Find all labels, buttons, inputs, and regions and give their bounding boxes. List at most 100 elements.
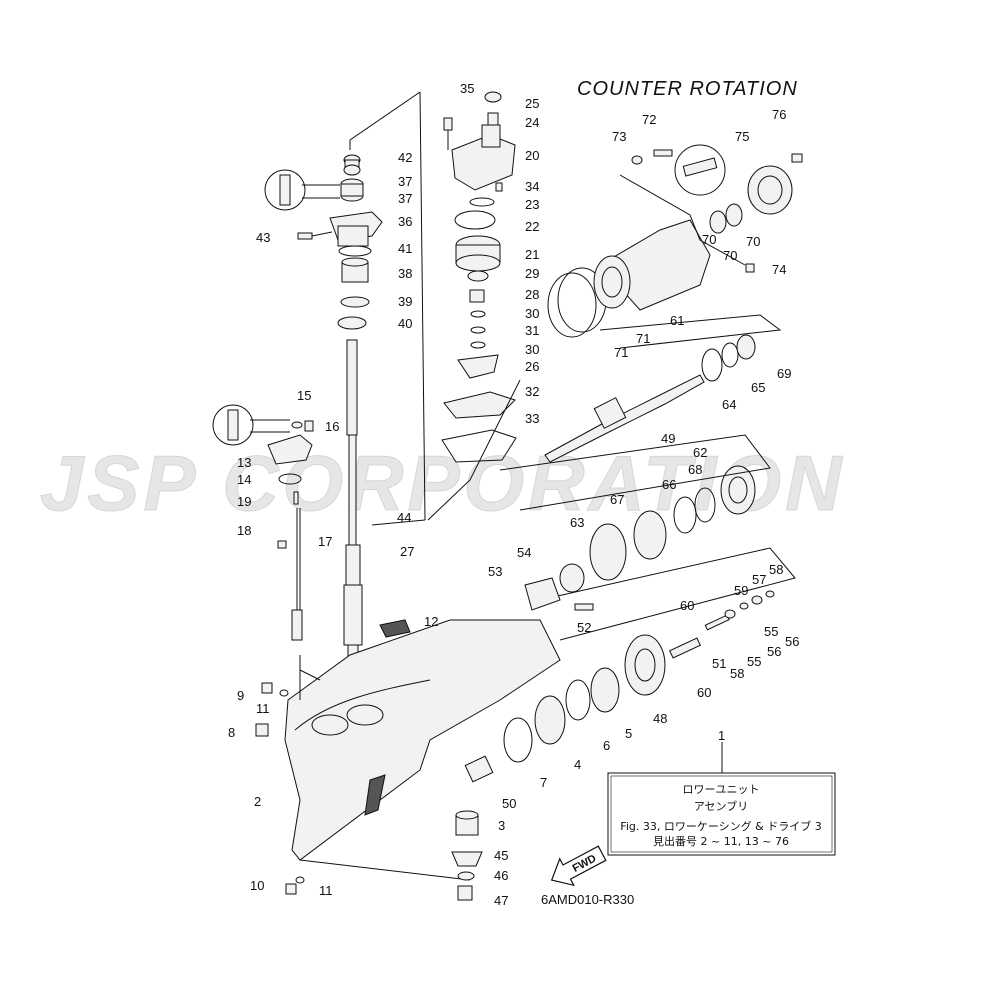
callout-12: 12: [424, 614, 438, 629]
callout-71-b: 71: [614, 345, 628, 360]
diagram-code: 6AMD010-R330: [541, 892, 634, 907]
callout-15: 15: [297, 388, 311, 403]
callout-57: 57: [752, 572, 766, 587]
diagram-title: COUNTER ROTATION: [577, 78, 798, 100]
callout-23: 23: [525, 197, 539, 212]
callout-13: 13: [237, 455, 251, 470]
water-pump-group: [427, 91, 521, 521]
callout-47: 47: [494, 893, 508, 908]
callout-32: 32: [525, 384, 539, 399]
callout-60-b: 60: [697, 685, 711, 700]
callout-33: 33: [525, 411, 539, 426]
callout-75: 75: [735, 129, 749, 144]
callout-70-b: 70: [746, 234, 760, 249]
callout-7: 7: [540, 775, 547, 790]
callout-66: 66: [662, 477, 676, 492]
callout-58-b: 58: [769, 562, 783, 577]
caption-line-3: Fig. 33, ロワーケーシング & ドライブ 3: [620, 819, 821, 833]
callout-62: 62: [693, 445, 707, 460]
callout-71-a: 71: [636, 331, 650, 346]
callout-56-a: 56: [767, 644, 781, 659]
callout-34: 34: [525, 179, 539, 194]
callout-67: 67: [610, 492, 624, 507]
callout-69: 69: [777, 366, 791, 381]
callout-37-a: 37: [398, 174, 412, 189]
callout-44: 44: [397, 510, 411, 525]
reverse-gear-group: [499, 434, 771, 611]
callout-27: 27: [400, 544, 414, 559]
callout-46: 46: [494, 868, 508, 883]
callout-24: 24: [525, 115, 539, 130]
callout-50: 50: [502, 796, 516, 811]
callout-64: 64: [722, 397, 736, 412]
callout-25: 25: [525, 96, 539, 111]
caption-line-1: ロワーユニット: [683, 783, 760, 796]
callout-11-b: 11: [319, 883, 333, 898]
lower-casing: [255, 619, 561, 895]
callout-1: 1: [718, 728, 725, 743]
callout-11-a: 11: [256, 701, 270, 716]
callout-37-b: 37: [398, 191, 412, 206]
callout-49: 49: [661, 431, 675, 446]
callout-18: 18: [237, 523, 251, 538]
callout-14: 14: [237, 472, 251, 487]
callout-76: 76: [772, 107, 786, 122]
callout-28: 28: [525, 287, 539, 302]
callout-10: 10: [250, 878, 264, 893]
callout-30-b: 30: [525, 342, 539, 357]
callout-40: 40: [398, 316, 412, 331]
callout-52: 52: [577, 620, 591, 635]
callout-65: 65: [751, 380, 765, 395]
callout-16: 16: [325, 419, 339, 434]
forward-gear-group: [503, 547, 796, 763]
fwd-arrow: FWD: [550, 845, 607, 887]
callout-3: 3: [498, 818, 505, 833]
callout-31: 31: [525, 323, 539, 338]
shift-rod-group: [212, 404, 314, 641]
callout-51: 51: [712, 656, 726, 671]
bearing-housing-group: [547, 144, 803, 338]
callout-35: 35: [460, 81, 474, 96]
callout-5: 5: [625, 726, 632, 741]
callout-63: 63: [570, 515, 584, 530]
callout-48: 48: [653, 711, 667, 726]
callout-55-b: 55: [764, 624, 778, 639]
callout-59: 59: [734, 583, 748, 598]
callout-70-c: 70: [723, 248, 737, 263]
callout-22: 22: [525, 219, 539, 234]
callout-29: 29: [525, 266, 539, 281]
pinion-group: [451, 755, 494, 901]
callout-43: 43: [256, 230, 270, 245]
callout-53: 53: [488, 564, 502, 579]
callout-73: 73: [612, 129, 626, 144]
callout-58-a: 58: [730, 666, 744, 681]
callout-19: 19: [237, 494, 251, 509]
callout-56-b: 56: [785, 634, 799, 649]
callout-70-a: 70: [702, 232, 716, 247]
drive-shaft-group: [264, 91, 426, 671]
callout-4: 4: [574, 757, 581, 772]
caption-box: 1 ロワーユニット アセンブリ Fig. 33, ロワーケーシング & ドライブ…: [607, 728, 836, 856]
callout-9: 9: [237, 688, 244, 703]
callout-20: 20: [525, 148, 539, 163]
callout-38: 38: [398, 266, 412, 281]
callout-30-a: 30: [525, 306, 539, 321]
callout-41: 41: [398, 241, 412, 256]
callout-2: 2: [254, 794, 261, 809]
callout-61: 61: [670, 313, 684, 328]
callout-74: 74: [772, 262, 786, 277]
callout-45: 45: [494, 848, 508, 863]
callout-36: 36: [398, 214, 412, 229]
callout-21: 21: [525, 247, 539, 262]
callout-17: 17: [318, 534, 332, 549]
caption-line-4: 見出番号 2 ~ 11, 13 ~ 76: [653, 834, 789, 848]
callout-26: 26: [525, 359, 539, 374]
callout-54: 54: [517, 545, 531, 560]
callout-55-a: 55: [747, 654, 761, 669]
caption-line-2: アセンブリ: [694, 799, 748, 813]
callout-68: 68: [688, 462, 702, 477]
callout-60-a: 60: [680, 598, 694, 613]
callout-42: 42: [398, 150, 412, 165]
